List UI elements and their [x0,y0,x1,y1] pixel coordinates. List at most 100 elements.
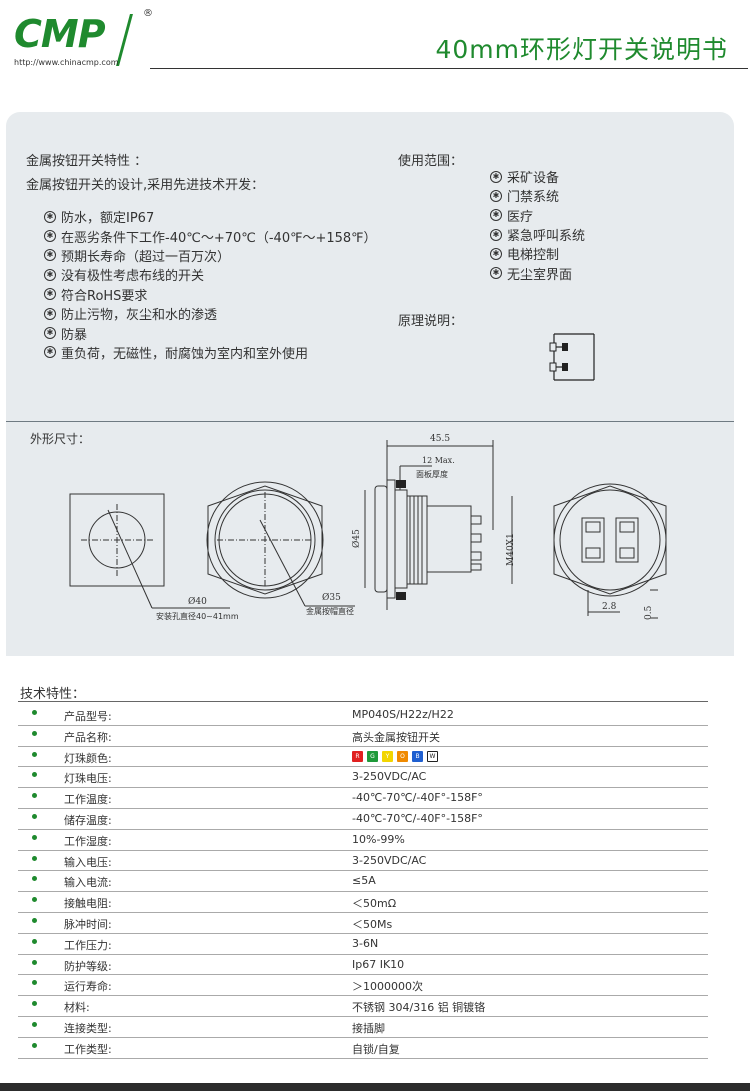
table-row: 工作类型:自锁/自复 [18,1038,708,1059]
bullet-dot-icon [32,876,37,882]
star-bullet-icon: ✱ [490,267,502,280]
list-item: ✱预期长寿命（超过一百万次） [44,246,377,265]
star-bullet-icon: ✱ [44,210,56,223]
star-bullet-icon: ✱ [44,268,56,281]
list-item: ✱电梯控制 [490,244,585,263]
footer-bar [0,1083,750,1091]
led-color-swatches: R G Y O B W [352,750,438,762]
table-row: 运行寿命:＞1000000次 [18,975,708,997]
star-bullet-icon: ✱ [44,346,56,359]
table-row: 脉冲时间:＜50Ms [18,913,708,934]
tech-spec-table: 产品型号:MP040S/H22z/H22 产品名称:高头金属按钮开关 灯珠颜色:… [18,705,708,1059]
list-item: ✱符合RoHS要求 [44,285,377,304]
list-item: ✱重负荷，无磁性，耐腐蚀为室内和室外使用 [44,343,377,362]
bullet-dot-icon [32,834,37,840]
tech-heading: 技术特性： [20,687,86,702]
list-item: ✱医疗 [490,206,585,225]
list-item: ✱没有极性考虑布线的开关 [44,265,377,284]
cmp-logo: CMP ® http://www.chinacmp.com [8,8,153,67]
swatch-green: G [367,750,378,762]
dim-d45: Ø45 [352,529,362,548]
hex-nut-outline [207,485,323,595]
table-row: 灯珠颜色: R G Y O B W [18,747,708,768]
dim-2-8: 2.8 [602,602,617,612]
table-row: 工作温度:-40℃-70℃/-40F°-158F° [18,788,708,809]
star-bullet-icon: ✱ [44,327,56,340]
side-view [364,440,513,610]
star-bullet-icon: ✱ [44,307,56,320]
bullet-dot-icon [32,855,37,861]
bullet-dot-icon [32,730,37,736]
logo-text: CMP [14,12,106,56]
features-list: ✱防水，额定IP67 ✱在恶劣条件下工作-40℃～+70℃（-40℉～+158℉… [44,207,377,362]
star-bullet-icon: ✱ [490,189,502,202]
usage-list: ✱采矿设备 ✱门禁系统 ✱医疗 ✱紧急呼叫系统 ✱电梯控制 ✱无尘室界面 [490,167,585,283]
table-row: 连接类型:接插脚 [18,1017,708,1038]
usage-heading: 使用范围： [398,154,464,169]
dim-panel-label: 面板厚度 [416,470,448,479]
panel-divider [6,421,734,422]
registered-mark: ® [143,8,153,19]
bullet-dot-icon [32,813,37,819]
swatch-red: R [352,750,363,762]
bullet-dot-icon [32,917,37,923]
bullet-dot-icon [32,980,37,986]
star-bullet-icon: ✱ [490,247,502,260]
star-bullet-icon: ✱ [44,288,56,301]
swatch-orange: O [397,750,408,762]
table-row: 接触电阻:＜50mΩ [18,892,708,913]
list-item: ✱采矿设备 [490,167,585,186]
dim-cap-label: 金属按帽直径 [306,607,354,616]
table-row: 工作压力:3-6N [18,934,708,955]
list-item: ✱无尘室界面 [490,263,585,283]
bullet-dot-icon [32,938,37,944]
dim-hole-label: 安装孔直径40~41mm [156,612,239,621]
bullet-dot-icon [32,793,37,799]
bullet-dot-icon [32,959,37,965]
switch-schematic-diagram [549,333,595,381]
bullet-dot-icon [32,772,37,778]
bullet-dot-icon [32,1042,37,1048]
table-row: 产品型号:MP040S/H22z/H22 [18,705,708,726]
dim-0-5: 0.5 [644,605,654,620]
table-row: 产品名称:高头金属按钮开关 [18,726,708,747]
table-row: 输入电压:3-250VDC/AC [18,851,708,872]
cutout-square [69,493,165,587]
list-item: ✱防暴 [44,323,377,343]
bullet-dot-icon [32,751,37,757]
star-bullet-icon: ✱ [44,249,56,262]
table-row: 防护等级:Ip67 IK10 [18,955,708,976]
table-row: 储存温度:-40℃-70℃/-40F°-158F° [18,809,708,830]
header-divider [150,68,748,69]
swatch-white: W [427,750,438,762]
bullet-dot-icon [32,897,37,903]
dim-45-5: 45.5 [430,434,451,444]
star-bullet-icon: ✱ [44,230,56,243]
star-bullet-icon: ✱ [490,170,502,183]
list-item: ✱防水，额定IP67 [44,207,377,226]
bullet-dot-icon [32,710,37,715]
dim-thread: M40X1 [506,533,516,566]
star-bullet-icon: ✱ [490,209,502,222]
dim-d40: Ø40 [188,597,207,607]
swatch-blue: B [412,750,423,762]
star-bullet-icon: ✱ [490,228,502,241]
info-panel [6,112,734,656]
tech-top-divider [18,701,708,702]
features-subheading: 金属按钮开关的设计,采用先进技术开发： [26,178,265,193]
table-row: 工作湿度:10%-99% [18,830,708,851]
logo-url: http://www.chinacmp.com [14,58,119,67]
table-row: 灯珠电压:3-250VDC/AC [18,767,708,789]
dim-12-max: 12 Max. [422,456,455,465]
dimension-drawings [69,440,667,619]
bullet-dot-icon [32,1001,37,1007]
dim-d35: Ø35 [322,593,341,603]
dimensions-heading: 外形尺寸： [30,432,91,446]
features-heading: 金属按钮开关特性 ： [26,154,148,169]
list-item: ✱门禁系统 [490,186,585,205]
page-header: CMP ® http://www.chinacmp.com 40mm环形灯开关说… [0,0,750,75]
bullet-dot-icon [32,1021,37,1027]
swatch-yellow: Y [382,750,393,762]
table-row: 输入电流:≤5A [18,871,708,893]
list-item: ✱防止污物，灰尘和水的渗透 [44,304,377,323]
